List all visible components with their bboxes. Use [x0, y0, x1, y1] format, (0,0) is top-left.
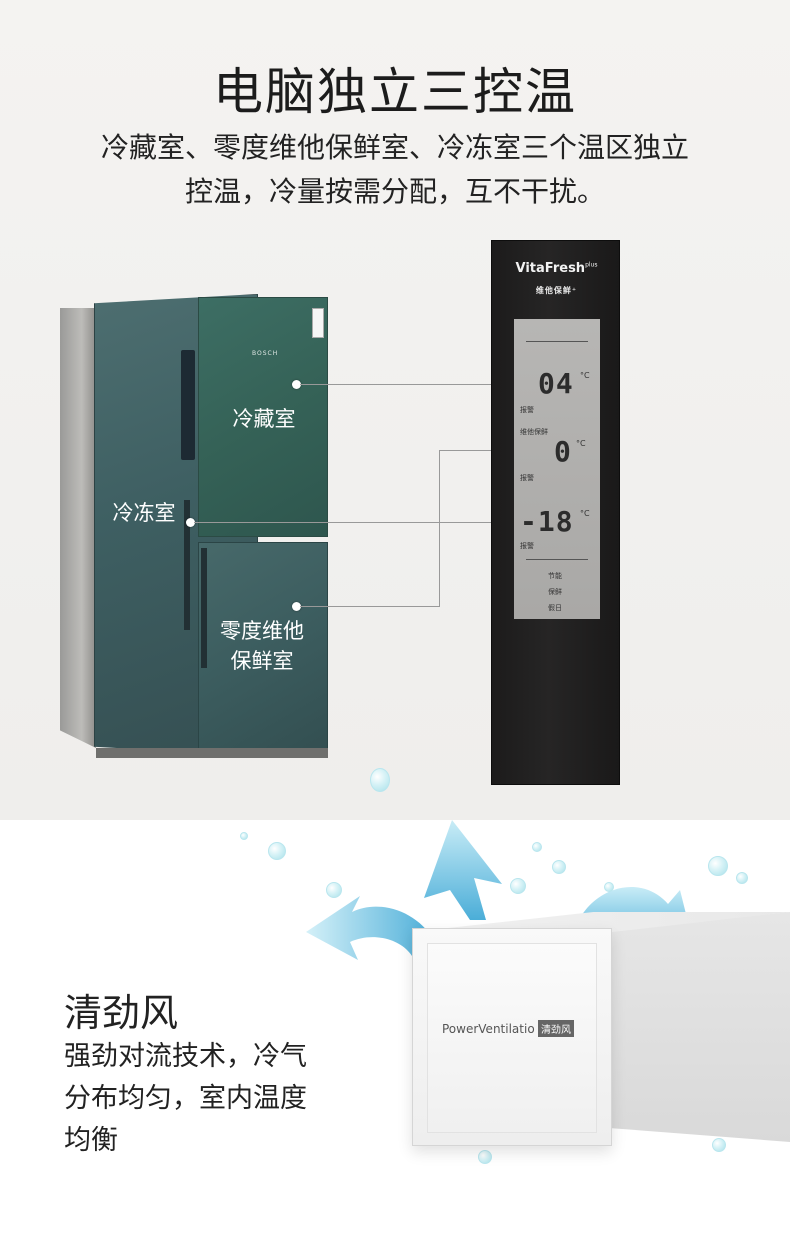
freezer-zone-dot	[186, 518, 195, 527]
fridge-zone-dot	[292, 380, 301, 389]
bubble-icon	[240, 832, 248, 840]
zero-zone-connector-top	[439, 450, 522, 451]
arrow-up-icon	[424, 820, 502, 920]
brand-text: VitaFresh	[515, 261, 586, 276]
fan-module-side	[612, 912, 790, 1142]
fan-module-inner-panel	[427, 943, 597, 1133]
zero-zone-connector-h	[300, 606, 440, 607]
feature-heading: 清劲风	[64, 991, 179, 1035]
fridge-temp-unit: °C	[580, 371, 590, 380]
feature-description: 强劲对流技术，冷气 分布均匀，室内温度 均衡	[64, 1036, 364, 1162]
door-display-panel	[181, 350, 195, 460]
zero-zone-connector-v	[439, 450, 440, 607]
subtitle-line-2: 控温，冷量按需分配，互不干扰。	[184, 175, 605, 208]
feature-desc-line-3: 均衡	[64, 1125, 118, 1156]
arrow-curve-left-icon	[306, 896, 436, 960]
zero-zone-label-line-1: 零度维他	[220, 619, 304, 643]
zero-temp-unit: °C	[576, 439, 586, 448]
vitafresh-brand: VitaFreshplus	[492, 261, 621, 276]
subtitle-line-1: 冷藏室、零度维他保鲜室、冷冻室三个温区独立	[100, 131, 689, 164]
feature-desc-line-2: 分布均匀，室内温度	[64, 1083, 307, 1114]
vitafresh-label: 维他保鲜	[520, 428, 548, 436]
fridge-zone-label: 冷藏室	[232, 407, 296, 431]
freezer-zone-label: 冷冻室	[112, 501, 176, 525]
fridge-illustration: BOSCH	[60, 290, 332, 760]
bubble-icon	[736, 872, 748, 884]
section-title: 电脑独立三控温	[213, 63, 577, 121]
bubble-icon	[552, 860, 566, 874]
temperature-control-section: 电脑独立三控温 冷藏室、零度维他保鲜室、冷冻室三个温区独立 控温，冷量按需分配，…	[0, 0, 790, 820]
zero-alarm-label: 报警	[520, 474, 534, 482]
bubble-icon	[708, 856, 728, 876]
freezer-zone-connector	[194, 522, 522, 523]
freezer-temp-readout: -18	[520, 505, 574, 538]
bubble-icon	[268, 842, 286, 860]
lcd-display: 04 °C 报警 维他保鲜 0 °C 报警 -18 °C 报警 节能 保鲜 假日	[514, 319, 600, 619]
fridge-side-panel	[60, 308, 96, 748]
drawer-handle	[201, 548, 207, 668]
bubble-icon	[712, 1138, 726, 1152]
section-subtitle: 冷藏室、零度维他保鲜室、冷冻室三个温区独立 控温，冷量按需分配，互不干扰。	[0, 126, 790, 214]
zero-zone-dot	[292, 602, 301, 611]
zero-temp-readout: 0	[554, 435, 572, 468]
zero-zone-label: 零度维他 保鲜室	[210, 616, 314, 676]
bubble-icon	[604, 882, 614, 892]
product-tag: 清劲风	[538, 1020, 574, 1037]
bubble-icon	[510, 878, 526, 894]
lcd-divider-top	[526, 341, 588, 342]
bubble-icon	[370, 768, 390, 792]
bubble-icon	[326, 882, 342, 898]
bubble-icon	[478, 1150, 492, 1164]
freezer-temp-unit: °C	[580, 509, 590, 518]
fridge-base	[96, 748, 328, 758]
feature-desc-line-1: 强劲对流技术，冷气	[64, 1041, 307, 1072]
freezer-alarm-label: 报警	[520, 542, 534, 550]
fan-module-front	[412, 928, 612, 1146]
control-panel: VitaFreshplus 维他保鲜⁺ 04 °C 报警 维他保鲜 0 °C 报…	[491, 240, 620, 785]
bubble-icon	[532, 842, 542, 852]
fridge-zone-connector	[300, 384, 522, 385]
power-ventilation-section: 清劲风 强劲对流技术，冷气 分布均匀，室内温度 均衡 PowerVentilat…	[0, 768, 790, 1236]
mode-energy-save: 节能	[548, 572, 562, 580]
mode-holiday: 假日	[548, 604, 562, 612]
zero-zone-label-line-2: 保鲜室	[230, 649, 294, 673]
brand-sup: plus	[585, 261, 598, 269]
brand-logo: BOSCH	[252, 350, 279, 357]
product-label: PowerVentilatio	[442, 1022, 535, 1036]
fridge-temp-readout: 04	[538, 367, 574, 400]
fridge-alarm-label: 报警	[520, 406, 534, 414]
mode-fresh: 保鲜	[548, 588, 562, 596]
freezer-handle	[184, 500, 190, 630]
brand-subtitle: 维他保鲜⁺	[535, 286, 578, 295]
lcd-divider-bottom	[526, 559, 588, 560]
fridge-door	[198, 297, 328, 537]
energy-label-sticker	[312, 308, 324, 338]
